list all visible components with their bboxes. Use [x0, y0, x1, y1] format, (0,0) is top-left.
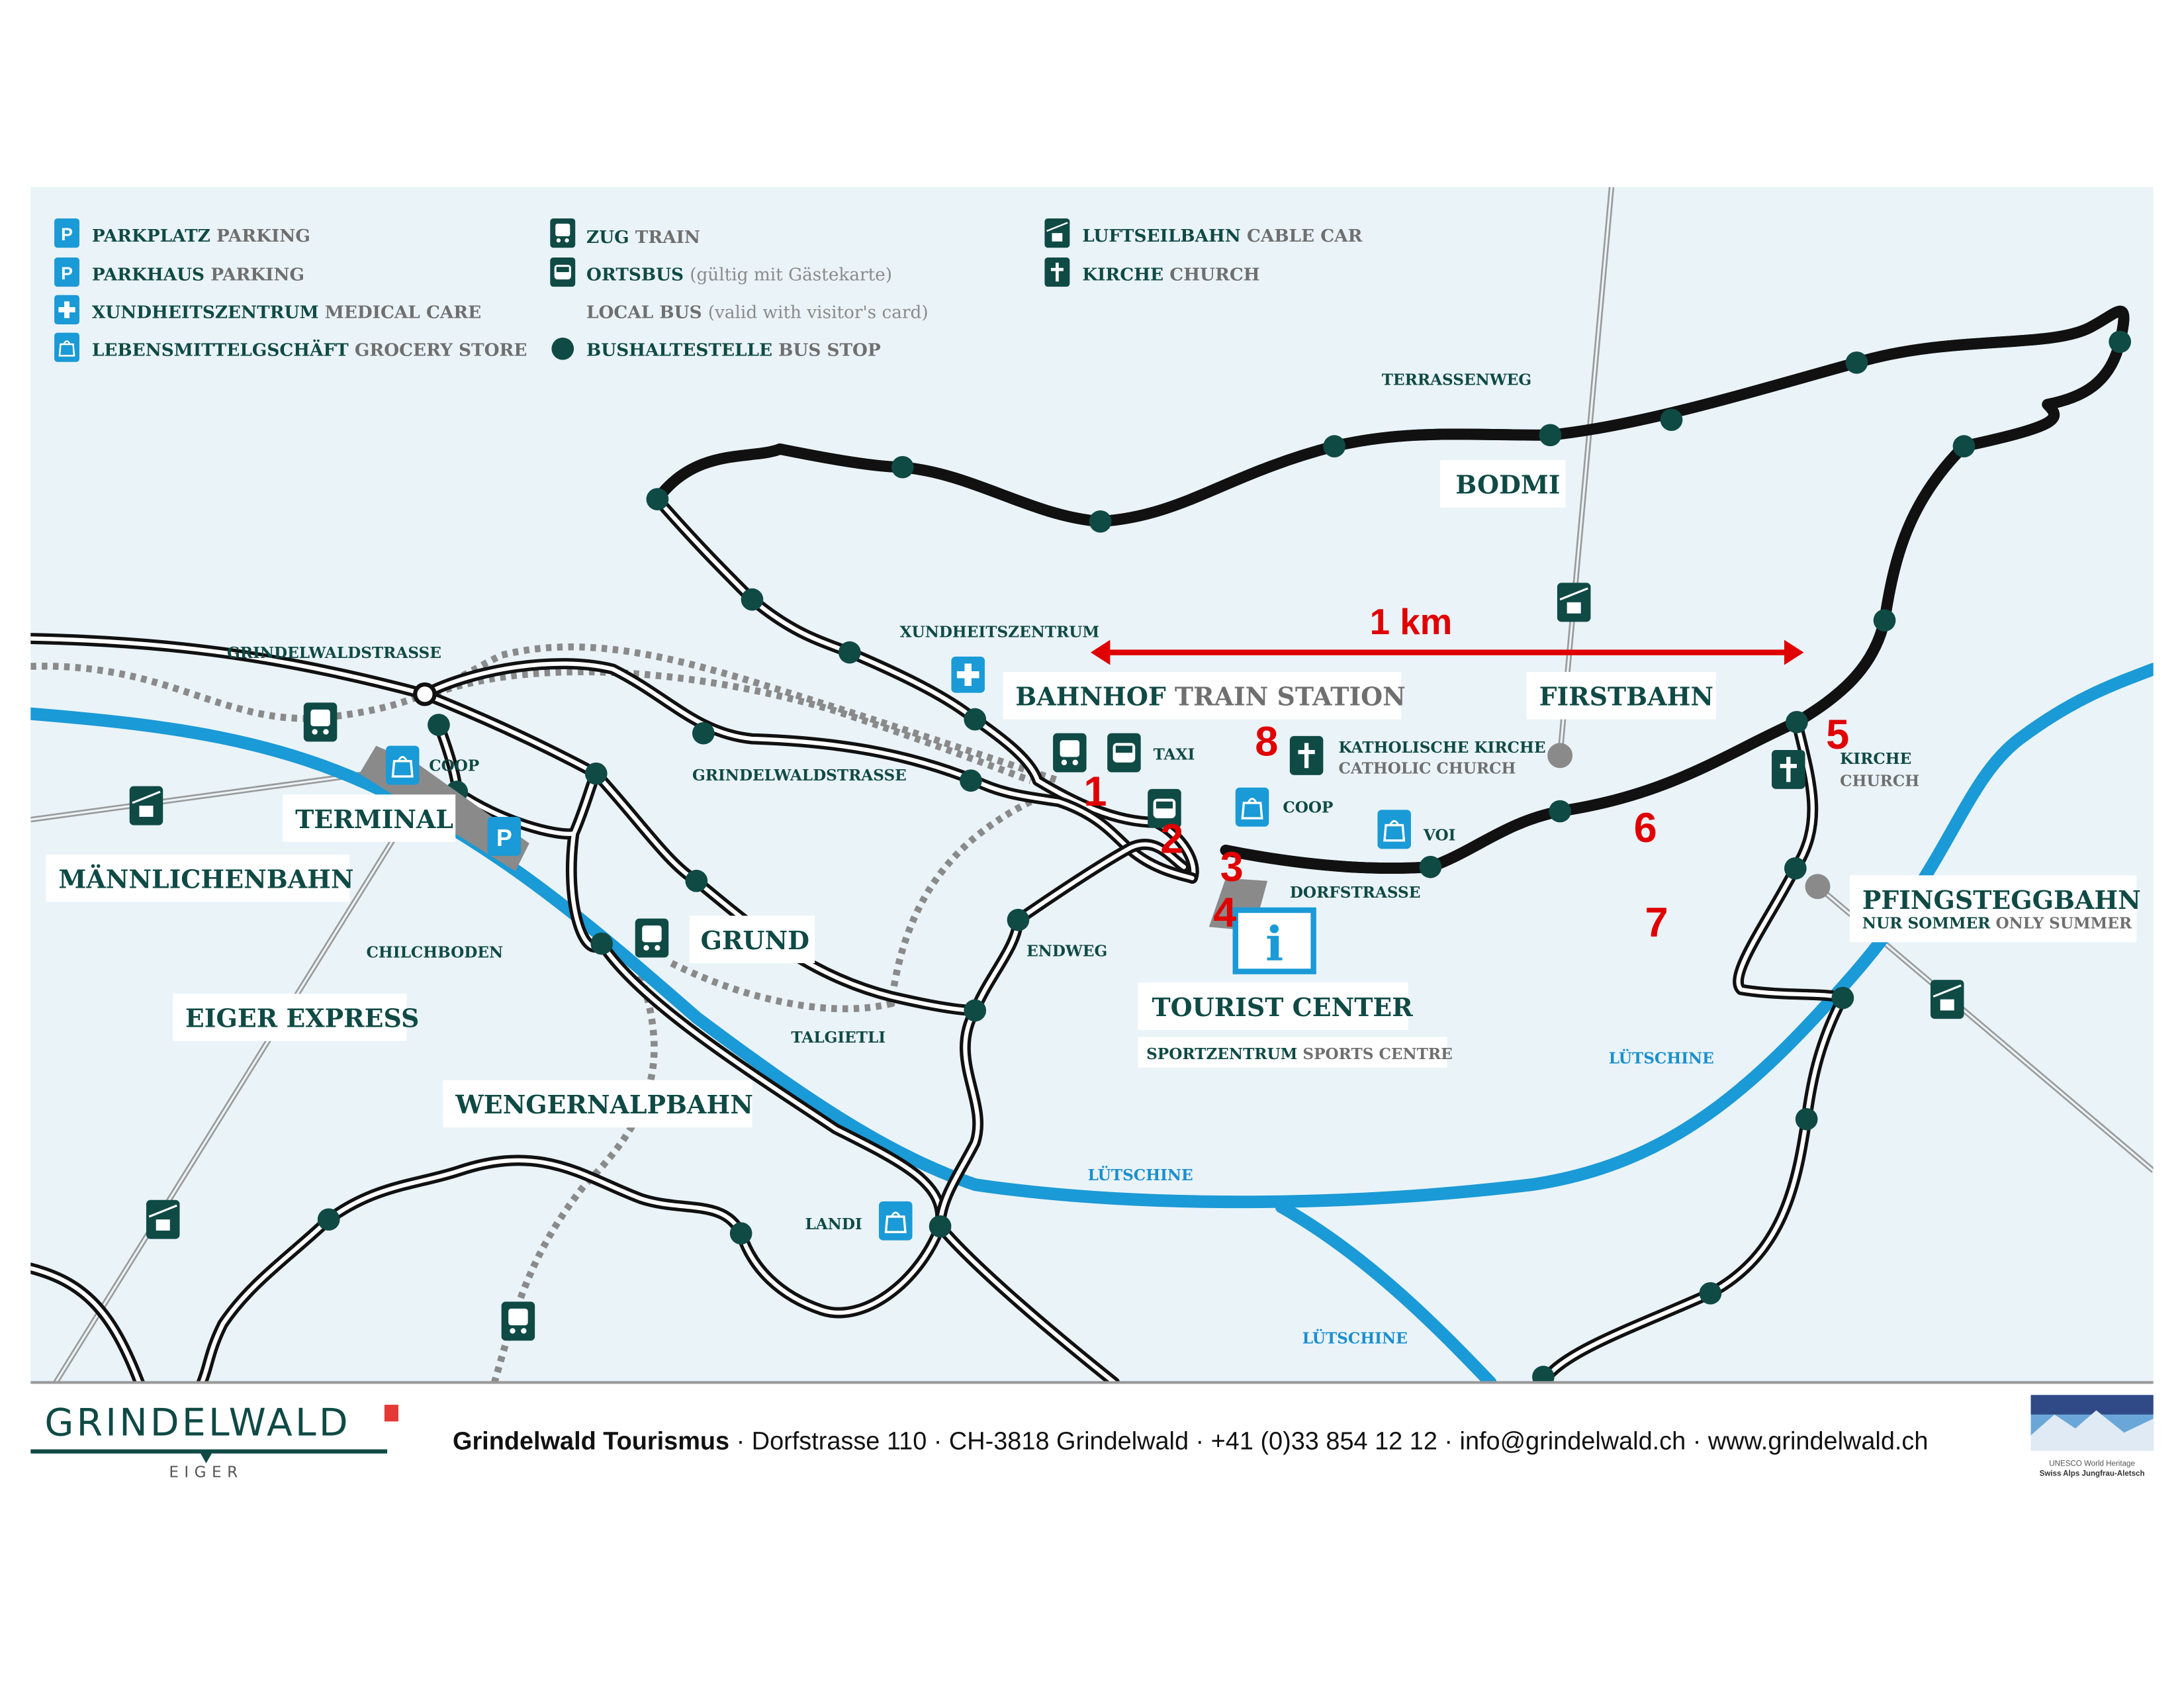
label-kirche: KIRCHE [1840, 750, 1911, 768]
legend-ortsbus: ORTSBUS (gültig mit Gästekarte) [586, 265, 892, 285]
label-catholic-church: CATHOLIC CHURCH [1339, 760, 1516, 778]
label-eiger-express: EIGER EXPRESS [185, 1004, 419, 1033]
legend-parkplatz: PARKPLATZ PARKING [92, 226, 310, 246]
label-luetschine: LÜTSCHINE [1088, 1166, 1193, 1184]
label-landi: LANDI [805, 1215, 862, 1233]
legend-medical: XUNDHEITSZENTRUM MEDICAL CARE [92, 303, 481, 323]
annotation-2: 2 [1160, 816, 1183, 863]
legend-parkhaus: PARKHAUS PARKING [92, 265, 304, 285]
medical-cross-icon [951, 656, 985, 693]
bus-icon [550, 257, 576, 287]
parking-garage-icon [54, 257, 79, 287]
label-talgietli: TALGIETLI [791, 1029, 886, 1047]
scale-bar: 1 km [1090, 596, 1804, 665]
label-church: CHURCH [1840, 773, 1919, 790]
legend-grocery: LEBENSMITTELGSCHÄFT GROCERY STORE [92, 339, 527, 360]
label-terminal: TERMINAL [295, 804, 453, 834]
label-maennlichenbahn: MÄNNLICHENBAHN [58, 864, 353, 894]
grund-train-icon [635, 918, 669, 958]
train-station-icon [1053, 733, 1087, 773]
svg-text:Swiss Alps Jungfrau-Aletsch: Swiss Alps Jungfrau-Aletsch [2040, 1470, 2145, 1477]
label-terrassenweg: TERRASSENWEG [1382, 371, 1531, 389]
legend-bus-stop: BUSHALTESTELLE BUS STOP [586, 340, 881, 360]
voi-icon [1376, 808, 1412, 851]
coop-icon [1234, 786, 1270, 828]
parking-icon [54, 218, 79, 248]
train-icon [550, 218, 576, 248]
annotation-8: 8 [1255, 718, 1278, 765]
label-coop: COOP [1283, 799, 1333, 817]
annotation-5: 5 [1826, 712, 1849, 758]
label-taxi: TAXI [1154, 746, 1195, 764]
label-grindelwaldstrasse: GRINDELWALDSTRASSE [692, 767, 907, 784]
label-voi: VOI [1423, 827, 1456, 845]
firstbahn-cable-car-icon [1556, 581, 1592, 623]
scale-label: 1 km [1370, 601, 1453, 642]
bus-stop-dot-icon [551, 337, 574, 360]
label-grindelwaldstrasse: GRINDELWALDSTRASSE [227, 644, 441, 662]
label-dorfstrasse: DORFSTRASSE [1290, 884, 1421, 902]
annotations: 1 2 3 4 5 6 7 8 [1083, 712, 1849, 946]
label-katholische-kirche: KATHOLISCHE KIRCHE [1339, 739, 1546, 757]
pfingsteggbahn-cable-car-icon [1929, 978, 1966, 1020]
legend-train: ZUG TRAIN [586, 227, 700, 248]
label-sportzentrum: SPORTZENTRUM SPORTS CENTRE [1146, 1045, 1453, 1063]
label-firstbahn: FIRSTBAHN [1539, 682, 1713, 712]
label-wengernalpbahn: WENGERNALPBAHN [455, 1090, 753, 1119]
label-grund: GRUND [701, 925, 809, 955]
label-only-summer: NUR SOMMER ONLY SUMMER [1862, 914, 2132, 932]
train-icon [501, 1301, 535, 1341]
catholic-church-icon [1289, 735, 1324, 775]
annotation-3: 3 [1220, 844, 1244, 890]
label-endweg: ENDWEG [1026, 942, 1107, 960]
legend-local-bus: LOCAL BUS (valid with visitor's card) [586, 303, 929, 323]
eiger-express-cable-car-icon [145, 1199, 181, 1241]
grindelwald-logo: GRINDELWALD [44, 1401, 350, 1444]
label-pfingsteggbahn: PFINGSTEGGBAHN [1862, 885, 2141, 915]
cable-car-icon [1044, 217, 1071, 249]
tourist-info-icon: i [1232, 907, 1316, 974]
svg-text:i: i [1265, 916, 1283, 972]
annotation-7: 7 [1645, 900, 1668, 946]
unesco-logo: UNESCO World Heritage Swiss Alps Jungfra… [2030, 1395, 2154, 1477]
coop-terminal-icon [385, 744, 421, 786]
medical-cross-icon [54, 295, 79, 324]
church-icon [1772, 749, 1805, 789]
label-coop: COOP [429, 757, 479, 775]
place-labels: TERRASSENWEG BODMI GRINDELWALDSTRASSE GR… [58, 371, 2140, 1348]
footer: GRINDELWALD EIGER Grindelwald Tourismus … [30, 1395, 2154, 1481]
legend-cable-car: LUFTSEILBAHN CABLE CAR [1082, 226, 1363, 246]
logo-sub: EIGER [169, 1464, 243, 1481]
legend: PARKPLATZ PARKING PARKHAUS PARKING XUNDH… [53, 217, 1363, 363]
landi-icon [878, 1200, 914, 1242]
footer-contact: Grindelwald Tourismus · Dorfstrasse 110 … [453, 1427, 1928, 1455]
swiss-flag-icon [384, 1405, 398, 1422]
map-icons[interactable]: i [128, 581, 1966, 1341]
taxi-icon [1107, 733, 1141, 773]
label-tourist-center: TOURIST CENTER [1152, 992, 1413, 1022]
maennlichenbahn-cable-car-icon [128, 785, 164, 827]
label-bahnhof-train-station: BAHNHOF TRAIN STATION [1015, 682, 1406, 712]
shopping-bag-icon [53, 332, 81, 363]
svg-text:UNESCO World Heritage: UNESCO World Heritage [2049, 1460, 2135, 1468]
legend-church: KIRCHE CHURCH [1082, 265, 1259, 285]
church-cross-icon [1044, 257, 1070, 287]
annotation-1: 1 [1083, 769, 1107, 815]
parking-icon [487, 816, 522, 856]
label-chilchboden: CHILCHBODEN [367, 944, 504, 962]
train-icon [303, 702, 338, 742]
label-luetschine: LÜTSCHINE [1609, 1049, 1714, 1067]
label-xundheitszentrum: XUNDHEITSZENTRUM [900, 623, 1100, 641]
label-luetschine: LÜTSCHINE [1302, 1329, 1408, 1347]
annotation-6: 6 [1634, 805, 1657, 851]
annotation-4: 4 [1213, 890, 1236, 936]
label-bodmi: BODMI [1455, 470, 1560, 500]
